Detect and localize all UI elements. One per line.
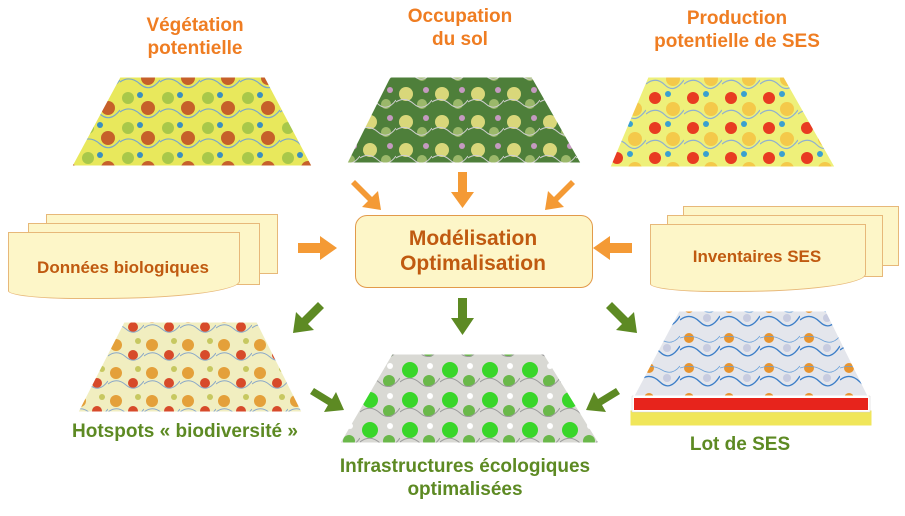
input-arrow-right-top	[545, 180, 575, 210]
occupation-map	[346, 76, 582, 164]
lot-title: Lot de SES	[689, 434, 791, 455]
input-arrow-right	[593, 236, 632, 260]
infrastructures-map	[339, 353, 600, 444]
infrastructures-title: Infrastructures écologiques optimalisées	[339, 456, 591, 500]
hotspots-title: Hotspots « biodiversité »	[72, 421, 298, 442]
occupation-title: Occupation du sol	[407, 6, 513, 50]
input-arrow-left-top	[351, 180, 381, 210]
output-arrow-lot-to-infra	[586, 388, 620, 412]
output-arrow-left	[293, 302, 324, 333]
hotspots-map	[77, 321, 303, 413]
modelisation-label: Modélisation Optimalisation	[400, 227, 546, 276]
lot-layer-3	[629, 409, 873, 427]
lot-layer-1	[634, 398, 868, 410]
modelisation-box	[355, 215, 593, 288]
vegetation-map	[71, 76, 313, 167]
production-map	[609, 76, 836, 168]
output-arrow-right	[606, 302, 637, 333]
output-arrow-center	[451, 298, 474, 335]
input-arrow-center-top	[451, 172, 474, 208]
input-arrow-left	[298, 236, 337, 260]
inventaires-label: Inventaires SES	[692, 247, 822, 266]
production-title: Production potentielle de SES	[654, 8, 820, 52]
inventaires-doc-front	[650, 224, 866, 292]
lot-map	[633, 310, 869, 397]
donnees-doc-front	[8, 232, 240, 299]
vegetation-title: Végétation potentielle	[146, 15, 244, 59]
output-arrow-hotspots-to-infra	[310, 388, 344, 412]
donnees-label: Données biologiques	[37, 258, 209, 277]
